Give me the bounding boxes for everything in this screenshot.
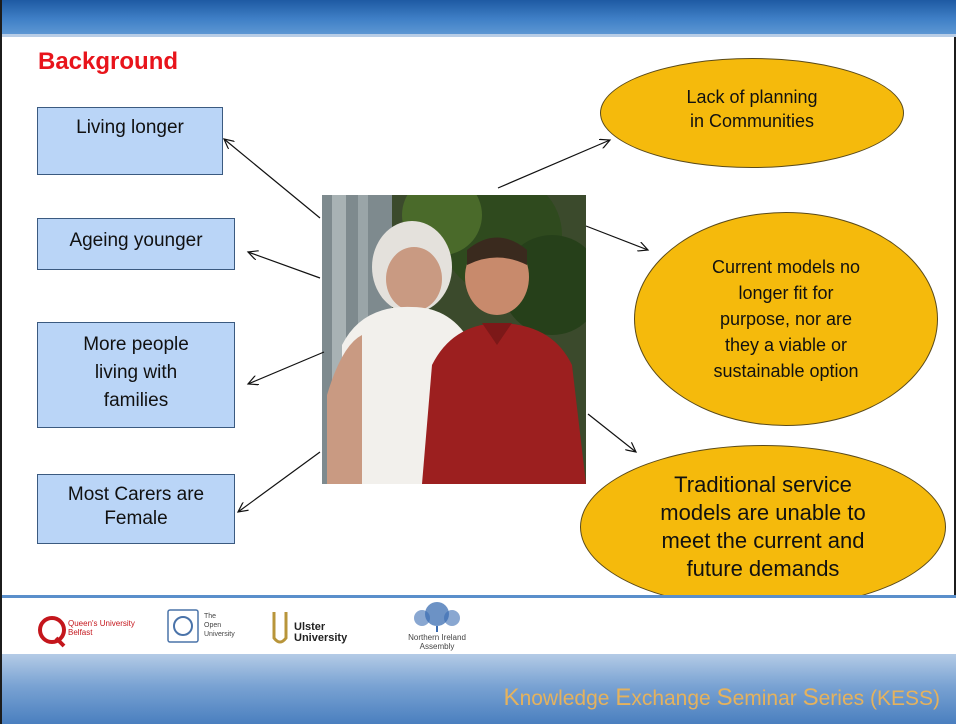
ellipse-current-models: Current models no longer fit for purpose…: [634, 212, 938, 426]
footer-divider: [2, 595, 956, 598]
ellipse-text-line: Current models no: [711, 257, 861, 277]
ellipse-text-line: longer fit for: [738, 283, 834, 303]
logo-text-line: University: [294, 632, 348, 644]
queens-university-logo: Queen's University Belfast: [38, 614, 148, 648]
header-divider: [2, 34, 956, 37]
logo-text-line: University: [204, 631, 235, 638]
footer-word: xchange: [631, 687, 717, 710]
ellipse-lack-of-planning: Lack of planning in Communities: [600, 58, 904, 168]
box-text-line: Ageing younger: [69, 230, 203, 251]
footer-cap: S: [716, 684, 733, 711]
footer-word: eminar: [732, 687, 803, 710]
slide-title: Background: [38, 48, 179, 75]
ellipse-text-line: future demands: [686, 556, 840, 581]
logo-text-line: Ulster: [294, 621, 326, 633]
box-living-longer: Living longer: [37, 107, 223, 175]
box-text-line: living with: [94, 362, 178, 383]
footer-series-title: Knowledge Exchange Seminar Series (KESS): [504, 684, 940, 712]
ellipse-text-line: models are unable to: [660, 500, 866, 525]
box-living-with-families: More people living with families: [37, 322, 235, 428]
box-text-line: More people: [83, 334, 189, 355]
arrow-to-lack-of-planning: [497, 140, 610, 189]
footer-bar: Knowledge Exchange Seminar Series (KESS): [2, 654, 956, 724]
ellipse-text-line: they a viable or: [724, 335, 848, 355]
ulster-crest-icon: [272, 612, 288, 644]
logo-text-line: The Open: [204, 613, 222, 629]
arrow-to-carers: [238, 451, 321, 512]
box-text-line: Female: [104, 508, 168, 529]
logo-text-line: Northern Ireland: [408, 633, 466, 642]
header-bar: [2, 0, 956, 34]
ni-assembly-logo: Northern Ireland Assembly: [394, 600, 484, 652]
footer-cap: S: [802, 684, 819, 711]
box-text-line: families: [103, 390, 169, 411]
arrow-to-ageing-younger: [248, 252, 321, 279]
open-university-logo: The Open University: [164, 606, 235, 648]
ellipse-text-line: in Communities: [689, 111, 815, 131]
flax-flower-icon: [414, 602, 460, 632]
logo-text-line: Belfast: [68, 628, 93, 637]
ulster-university-logo: Ulster University: [270, 608, 360, 650]
footer-cap: K: [503, 684, 520, 711]
arrow-to-current-models: [585, 225, 648, 250]
box-text-line: Most Carers are: [67, 484, 205, 505]
ellipse-text-line: Lack of planning: [686, 87, 818, 107]
footer-cap: E: [615, 684, 632, 711]
ellipse-text-line: meet the current and: [661, 528, 865, 553]
footer-word: nowledge: [519, 687, 616, 710]
box-text-line: Living longer: [76, 117, 184, 138]
arrow-to-traditional-models: [587, 413, 636, 452]
footer-word: eries (KESS): [818, 687, 940, 710]
ellipse-text-line: Traditional service: [674, 472, 852, 497]
arrow-to-families: [248, 351, 325, 384]
logos-strip: Queen's University Belfast The Open Univ…: [2, 598, 956, 654]
arrow-to-living-longer: [224, 139, 321, 219]
box-carers-female: Most Carers are Female: [37, 474, 235, 544]
queens-crest-icon: [38, 616, 66, 648]
logo-text-line: Assembly: [419, 642, 455, 651]
logo-text-line: Queen's University: [68, 619, 135, 628]
ellipse-text-line: purpose, nor are: [719, 309, 853, 329]
open-university-icon: [167, 609, 199, 643]
photo-illustration: [322, 195, 586, 484]
ellipse-text-line: sustainable option: [713, 361, 859, 381]
ellipse-traditional-models: Traditional service models are unable to…: [580, 445, 946, 609]
center-photo: [322, 195, 586, 484]
box-ageing-younger: Ageing younger: [37, 218, 235, 270]
